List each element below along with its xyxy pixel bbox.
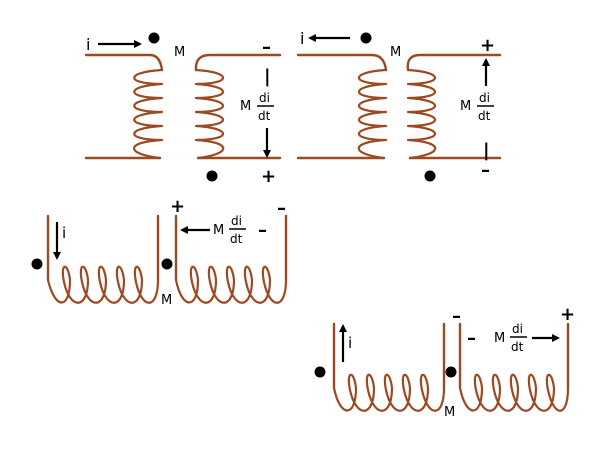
panel-4-plus-sign: +: [560, 304, 575, 325]
panel-2-secondary-coil: [406, 68, 437, 160]
panel-1-primary-coil: [132, 68, 164, 160]
panel-3-coil-2-dot: [161, 258, 173, 270]
panel-2-emf-bar: |: [483, 140, 490, 161]
panel-1-secondary-coil: [194, 68, 225, 160]
svg-text:M: M: [213, 223, 224, 238]
panel-1-plus-sign: +: [261, 166, 276, 187]
panel-2-plus-sign: +: [480, 35, 495, 56]
panel-1-primary-dot: [148, 32, 160, 44]
panel-2-mutual-label: M: [390, 45, 401, 60]
panel-3-current-label: i: [62, 224, 66, 242]
panel-3-minus-sign: –: [277, 198, 286, 219]
panel-1-mutual-label: M: [174, 45, 185, 60]
panel-4-emf-label: M di dt: [494, 322, 527, 354]
panel-2-secondary-dot: [424, 170, 436, 182]
panel-4-coil-1-dot: [314, 366, 326, 378]
svg-text:dt: dt: [258, 109, 271, 123]
panel-3-emf-label: M di dt: [213, 214, 246, 246]
panel-1-current-label: i: [86, 35, 90, 54]
svg-text:di: di: [512, 322, 523, 336]
panel-4-minus-sign: –: [452, 306, 461, 327]
panel-4-series-coils: i M – + – M di dt: [314, 304, 575, 420]
panel-3-series-coils: i M + – – M di dt: [31, 196, 288, 308]
panel-1-emf-label: M di dt: [240, 91, 274, 123]
svg-text:dt: dt: [511, 340, 524, 354]
panel-3-coil-1-dot: [31, 258, 43, 270]
panel-2-minus-sign: –: [481, 160, 490, 181]
panel-1-secondary-top-lead: [194, 53, 282, 72]
panel-1-transformer: i M – + | M di dt: [84, 32, 282, 187]
panel-1-emf-bar: |: [264, 66, 271, 87]
panel-4-emf-bar: –: [467, 328, 476, 349]
panel-3-coil-2: [174, 265, 288, 304]
panel-2-primary-top-lead: [296, 53, 388, 72]
svg-text:di: di: [259, 91, 270, 105]
panel-3-plus-sign: +: [170, 196, 185, 217]
panel-4-coil-1: [332, 373, 446, 412]
panel-1-secondary-dot: [206, 170, 218, 182]
panel-2-current-label: i: [300, 29, 304, 48]
panel-2-primary-dot: [360, 32, 372, 44]
panel-4-mutual-label: M: [444, 405, 455, 420]
panel-3-coil-1: [46, 265, 160, 304]
panel-4-current-label: i: [348, 334, 352, 352]
panel-2-primary-coil: [357, 68, 388, 160]
svg-text:di: di: [479, 91, 490, 105]
svg-text:di: di: [231, 214, 242, 228]
svg-text:M: M: [240, 99, 251, 114]
panel-2-transformer: i M + – | M di dt: [296, 29, 502, 182]
panel-2-secondary-top-lead: [406, 53, 502, 72]
panel-1-primary-top-lead: [84, 53, 164, 72]
panel-3-mutual-label: M: [161, 293, 172, 308]
svg-text:dt: dt: [478, 109, 491, 123]
svg-text:M: M: [460, 99, 471, 114]
panel-4-coil-2-dot: [445, 366, 457, 378]
panel-3-emf-bar: –: [258, 220, 267, 241]
svg-text:dt: dt: [230, 232, 243, 246]
panel-2-emf-label: M di dt: [460, 91, 494, 123]
panel-4-coil-2: [458, 373, 570, 412]
svg-text:M: M: [494, 331, 505, 346]
panel-1-minus-sign: –: [262, 37, 271, 58]
